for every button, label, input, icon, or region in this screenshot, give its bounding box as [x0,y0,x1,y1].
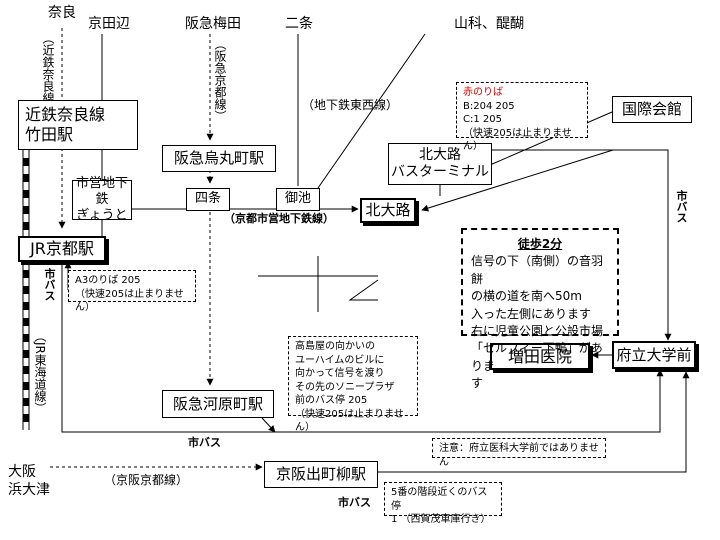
label-nara: 奈良 [48,5,76,21]
jr-kyoto-a3-note: A3のりば 205 （快速205は止まりません） [68,270,196,313]
label-karasuma-line: （京都市営地下鉄線） [224,212,334,225]
masuda-clinic[interactable]: 増田医院 [490,343,590,370]
kawaramachi-bus-stop-note: 高島屋の向かいの ユーハイムのビルに 向かって信号を渡り その先のソニープラザ … [288,336,418,433]
furitsu-daigaku-mae-stop[interactable]: 府立大学前 [612,341,696,369]
shijo-station[interactable]: 四条 [186,188,230,211]
label-kintetsu-nara-line: （近鉄奈良線） [41,32,55,116]
kitaoji-station[interactable]: 北大路 [360,198,416,223]
label-jr-tokaido-line: （JR東海道線） [33,330,47,414]
hankyu-karasuma-station[interactable]: 阪急烏丸町駅 [162,145,276,172]
jr-kyoto-station[interactable]: JR京都駅 [18,236,106,262]
label-hankyu-umeda: 阪急梅田 [185,16,241,32]
caution-note: 注意：府立医科大学前ではありません [432,438,606,468]
label-city-bus-left: 市バス [43,268,56,301]
keihan-demachiyanagi-station[interactable]: 京阪出町柳駅 [264,461,378,488]
kitaoji-boarding-note: 赤のりば B:204 205 C:1 205 （快速205は止まりません） [456,82,588,152]
label-tozai-line: （地下鉄東西線） [302,98,399,112]
label-kyotanabe: 京田辺 [88,16,130,32]
label-nijo: 二条 [285,16,313,32]
label-city-bus-bottom1: 市バス [188,436,221,449]
label-city-bus-bottom2: 市バス [338,496,371,509]
label-hamaotsu: 浜大津 [8,482,50,498]
label-city-bus-right: 市バス [675,190,688,223]
label-hankyu-kyoto-line: （阪急京都線） [213,38,227,122]
subway-kyoto-station[interactable]: 市営地下鉄 ぎょうと [72,176,132,223]
street-map-symbol [258,256,379,312]
label-keihan-line: （京阪京都線） [104,473,189,487]
label-osaka: 大阪 [8,464,36,480]
kintetsu-takeda-station[interactable]: 近鉄奈良線 竹田駅 [18,100,138,150]
demachi-bus-stop-note: 5番の階段近くのバス停 1 （西賀茂車庫行き） [384,482,502,525]
kitaoji-bus-terminal[interactable]: 北大路 バスターミナル [388,143,492,185]
label-yamashina: 山科、醍醐 [454,16,524,32]
kokusai-kaikan-station[interactable]: 国際会館 [612,96,692,123]
oike-station[interactable]: 御池 [276,188,320,211]
hankyu-kawaramachi-station[interactable]: 阪急河原町駅 [162,390,274,418]
walking-directions: 徒歩2分 信号の下（南側）の音羽餅 の横の道を南へ50m 入った左側にあります … [461,228,619,390]
